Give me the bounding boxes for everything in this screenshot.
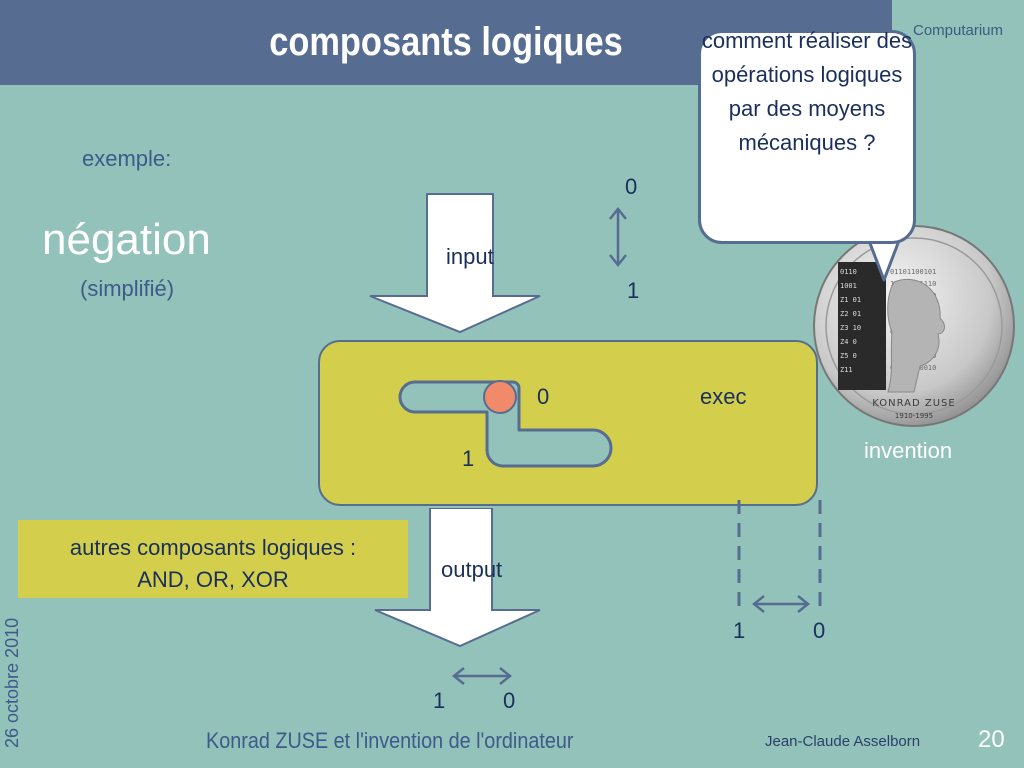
slot-mechanism — [398, 380, 613, 468]
other-components-line2: AND, OR, XOR — [137, 567, 289, 592]
coin-caption: invention — [864, 438, 953, 463]
output-state-left: 1 — [433, 688, 446, 713]
footer-title: Konrad ZUSE et l'invention de l'ordinate… — [206, 728, 574, 753]
author-label: Jean-Claude Asselborn — [765, 733, 921, 750]
exec-state-right: 0 — [813, 618, 826, 643]
example-label: exemple: — [82, 146, 172, 171]
other-components-box: autres composants logiques : AND, OR, XO… — [18, 520, 408, 598]
simplified-label: (simplifié) — [80, 276, 175, 301]
exec-label: exec — [700, 384, 747, 409]
svg-text:Z2 01: Z2 01 — [840, 310, 861, 318]
svg-text:01101100101: 01101100101 — [890, 268, 936, 276]
coin-years: 1910-1995 — [895, 412, 933, 420]
output-arrow — [374, 508, 541, 648]
svg-text:Z4 0: Z4 0 — [840, 338, 857, 346]
svg-text:1001: 1001 — [840, 282, 857, 290]
input-double-arrow-icon — [609, 206, 627, 268]
output-double-arrow-icon — [451, 667, 513, 685]
input-label: input — [446, 244, 494, 269]
speech-bubble — [698, 30, 916, 244]
svg-text:Z1 01: Z1 01 — [840, 296, 861, 304]
svg-text:Z5 0: Z5 0 — [840, 352, 857, 360]
exec-box — [318, 340, 818, 506]
input-state-bottom: 1 — [627, 278, 640, 303]
input-arrow — [369, 193, 541, 334]
svg-text:0110: 0110 — [840, 268, 857, 276]
negation-heading: négation — [42, 215, 211, 264]
slot-state-bottom: 1 — [462, 446, 475, 471]
speech-bubble-text: comment réaliser des opérations logiques… — [701, 28, 913, 155]
other-components-line1: autres composants logiques : — [69, 535, 357, 560]
svg-text:Z11: Z11 — [840, 366, 853, 374]
brand-label: Computarium — [912, 22, 1004, 39]
slide-title: composants logiques — [269, 20, 623, 64]
konrad-zuse-coin: 01101100101 10101011110 01110110110 1001… — [813, 225, 1015, 427]
exec-travel-indicator — [737, 500, 822, 613]
page-number: 20 — [978, 726, 1005, 753]
input-state-top: 0 — [625, 174, 638, 199]
coin-name: KONRAD ZUSE — [872, 398, 955, 409]
exec-state-left: 1 — [733, 618, 746, 643]
svg-text:Z3 10: Z3 10 — [840, 324, 861, 332]
slot-state-top: 0 — [537, 384, 550, 409]
output-state-right: 0 — [503, 688, 516, 713]
output-label: output — [441, 557, 503, 582]
date-label: 26 octobre 2010 — [2, 617, 22, 748]
